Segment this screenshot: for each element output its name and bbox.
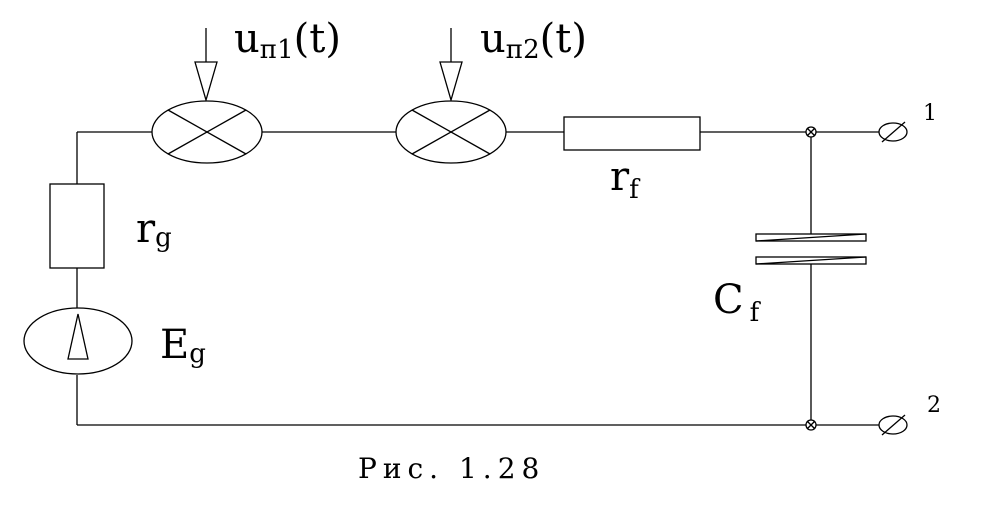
terminal-1-icon[interactable] (878, 121, 908, 143)
resistor-g-label: rg (136, 206, 172, 253)
terminal-2-label: 2 (927, 393, 941, 418)
noise1-label: uп1(t) (234, 16, 341, 65)
mixer-1-icon (151, 100, 263, 164)
voltage-source-icon (23, 307, 133, 375)
capacitor-icon (755, 233, 867, 265)
resistor-f-label: rf (610, 154, 641, 205)
noise-input-arrow-2 (439, 28, 463, 103)
figure-caption: Рис. 1.28 (358, 452, 545, 485)
resistor-g (49, 183, 105, 269)
noise-input-arrow-1 (194, 28, 218, 103)
terminal-1-label: 1 (923, 101, 937, 126)
resistor-f (563, 116, 701, 151)
junction-node-bottom (805, 419, 817, 431)
noise2-label: uп2(t) (480, 16, 587, 65)
source-label: Eg (160, 322, 206, 369)
terminal-2-icon[interactable] (878, 414, 908, 436)
mixer-2-icon (395, 100, 507, 164)
wires (76, 131, 880, 426)
junction-node-top (805, 126, 817, 138)
